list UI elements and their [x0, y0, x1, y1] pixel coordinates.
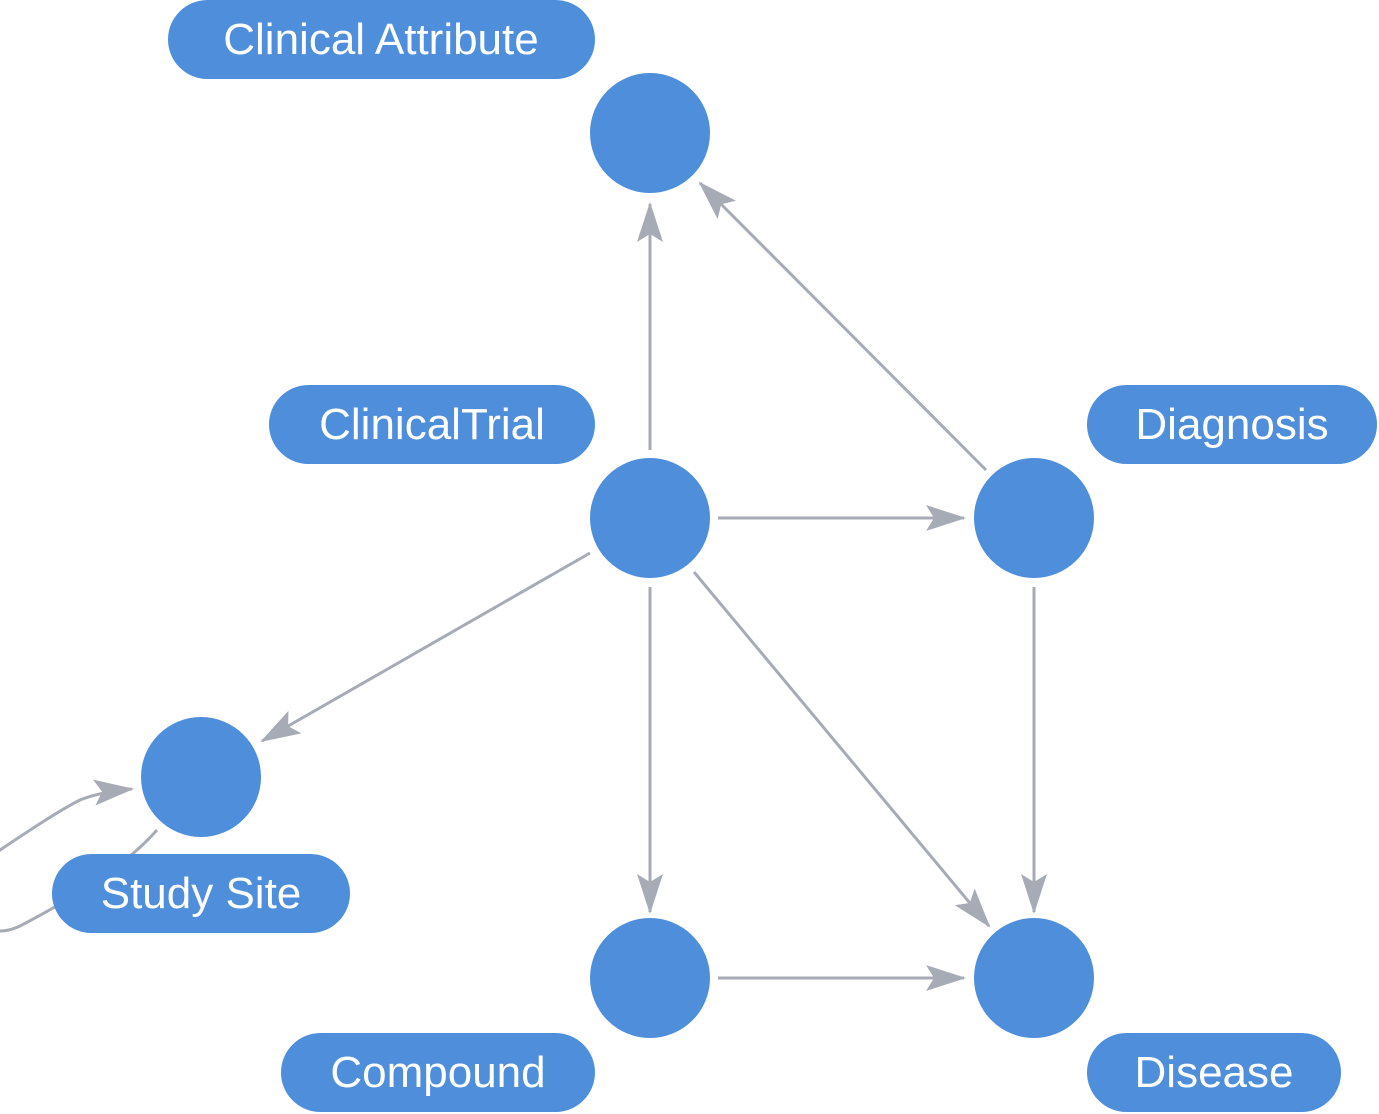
- node-disease[interactable]: [974, 918, 1094, 1038]
- label-compound[interactable]: Compound: [281, 1033, 595, 1112]
- label-study-site[interactable]: Study Site: [52, 854, 350, 933]
- label-pill-diagnosis: [1087, 385, 1377, 464]
- node-study-site[interactable]: [141, 717, 261, 837]
- label-text-clinicaltrial: ClinicalTrial: [319, 400, 545, 449]
- label-pill-compound: [281, 1033, 595, 1112]
- node-clinicaltrial[interactable]: [590, 458, 710, 578]
- labels-layer: Clinical Attribute ClinicalTrial Diagnos…: [52, 0, 1377, 1112]
- edges-layer: [0, 181, 1047, 991]
- node-diagnosis[interactable]: [974, 458, 1094, 578]
- label-text-clinical-attribute: Clinical Attribute: [223, 15, 538, 64]
- edge-clinicaltrial-to-study-site[interactable]: [260, 551, 591, 743]
- label-pill-clinicaltrial: [269, 385, 595, 464]
- label-pill-study-site: [52, 854, 350, 933]
- label-text-compound: Compound: [330, 1048, 545, 1097]
- edge-diagnosis-to-clinical-attribute[interactable]: [698, 181, 988, 472]
- node-clinical-attribute[interactable]: [590, 73, 710, 193]
- label-pill-disease: [1087, 1033, 1341, 1112]
- node-compound[interactable]: [590, 918, 710, 1038]
- label-text-disease: Disease: [1135, 1048, 1294, 1097]
- edge-clinicaltrial-to-disease[interactable]: [692, 571, 991, 928]
- label-pill-clinical-attribute: [168, 0, 595, 79]
- label-clinical-attribute[interactable]: Clinical Attribute: [168, 0, 595, 79]
- label-text-diagnosis: Diagnosis: [1135, 400, 1328, 449]
- label-clinicaltrial[interactable]: ClinicalTrial: [269, 385, 595, 464]
- label-disease[interactable]: Disease: [1087, 1033, 1341, 1112]
- label-text-study-site: Study Site: [101, 869, 302, 918]
- nodes-layer: [141, 73, 1094, 1038]
- label-diagnosis[interactable]: Diagnosis: [1087, 385, 1377, 464]
